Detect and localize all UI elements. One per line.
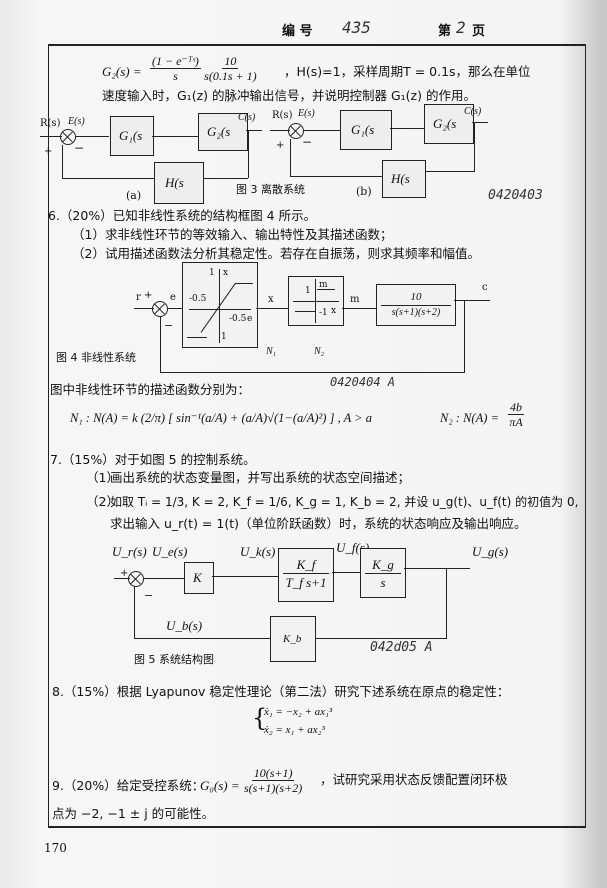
q8-eq1: ẋ₁ = −x₂ + ax₁³ — [264, 706, 333, 718]
fig3a-summing-junction — [60, 129, 76, 145]
q7-sub1: 画出系统的状态变量图，并写出系统的状态空间描述； — [110, 470, 411, 485]
fig5-k-block: K — [184, 562, 214, 594]
fig3b-h-block: H(s — [382, 160, 426, 198]
fig4-signal-x: x — [268, 294, 274, 305]
g2-f1-num: (1 − e⁻ᵀˢ) — [150, 54, 201, 69]
fig5-summing-junction — [128, 571, 144, 587]
page-label-post: 页 — [472, 24, 486, 39]
question-frame — [48, 44, 586, 828]
fig3b-g2-block: G₂(s — [424, 104, 474, 144]
q9-title-post: ，试研究采用状态反馈配置闭环极 — [320, 772, 508, 787]
g2-f2-num: 10 — [222, 54, 239, 69]
handwritten-note-3: 042d05 A — [370, 640, 433, 655]
fig3b-output-label: C(s) — [464, 106, 482, 117]
q7-sub2-num: （2） — [86, 494, 119, 509]
fig4-summing-junction — [152, 301, 168, 317]
fig4-error: e — [170, 292, 176, 303]
figure-5-caption: 图 5 系统结构图 — [134, 653, 214, 666]
fig3b-input-label: R(s) — [272, 110, 293, 121]
fig4-n1-label: N₁ — [266, 346, 277, 357]
fig3b-summing-junction — [288, 123, 304, 139]
fig4-output: c — [482, 282, 488, 293]
q6-sub1: （1）求非线性环节的等效输入、输出特性及其描述函数； — [72, 227, 393, 242]
fig3b-error-label: E(s) — [298, 108, 315, 119]
fig3b-minus: − — [302, 135, 313, 149]
fig5-ur: U_r(s) — [112, 544, 147, 559]
q8-brace: { — [252, 704, 268, 732]
fig5-ug: U_g(s) — [472, 544, 509, 559]
q9-g0-lhs: G₀(s) = — [200, 778, 240, 793]
fig5-kf-block: K_f T_f s+1 — [278, 548, 334, 602]
g2-f2-den: s(0.1s + 1) — [204, 69, 257, 83]
serial-label: 编 号 — [282, 24, 313, 39]
q7-sub2-line2: 求出输入 u_r(t) = 1(t)（单位阶跃函数）时，系统的状态响应及输出响应… — [110, 516, 527, 531]
handwritten-note-1: 0420403 — [488, 188, 543, 203]
fig4-plant-block: 10 s(s+1)(s+2) — [376, 284, 456, 326]
fig3a-g2-block: G₂(s — [198, 113, 248, 151]
q9-g0-fraction: 10(s+1)s(s+1)(s+2) — [244, 766, 303, 795]
g2-f1-den: s — [173, 69, 178, 83]
page-number: 2 — [456, 18, 466, 37]
q6-n1-describing-function: N₁ : N(A) = k (2/π) [ sin⁻¹(a/A) + (a/A)… — [70, 411, 372, 425]
q5-line2: 速度输入时，G₁(z) 的脉冲输出信号，并说明控制器 G₁(z) 的作用。 — [102, 88, 476, 103]
fig4-input: r — [136, 292, 141, 303]
fig4-n2-label: N₂ — [314, 346, 325, 357]
footer-page-number: 170 — [44, 841, 67, 855]
fig3a-plus: + — [44, 146, 53, 157]
fig3a-g1-block: G₁(s — [110, 116, 154, 156]
q6-df-intro: 图中非线性环节的描述函数分别为： — [50, 382, 251, 397]
fig4-plus: + — [144, 290, 153, 301]
q7-sub2-line1: 如取 Tᵢ = 1/3, K = 2, K_f = 1/6, K_g = 1, … — [110, 495, 579, 509]
q6-sub2: （2）试用描述函数法分析其稳定性。若存在自振荡，则求其频率和幅值。 — [72, 246, 480, 261]
fig3b-g1-block: G₁(s — [340, 110, 392, 150]
fig3a-label: (a) — [126, 189, 142, 202]
q8-eq2: ẋ₂ = x₁ + ax₂³ — [264, 724, 325, 736]
fig3a-h-block: H(s — [154, 162, 204, 204]
fig3b-plus: + — [276, 140, 285, 151]
handwritten-note-2: 0420404 A — [330, 375, 396, 389]
fig4-minus: − — [164, 319, 174, 332]
fig3a-input-label: R(s) — [40, 118, 61, 129]
fig5-kb-block: K_b — [270, 616, 316, 662]
q9-line2: 点为 −2, −1 ± j 的可能性。 — [52, 806, 215, 821]
q6-n2-lhs: N₂ : N(A) = — [440, 411, 499, 425]
serial-value: 435 — [342, 18, 371, 37]
fig3b-label: (b) — [356, 185, 372, 198]
g2-lhs: G₂(s) = — [102, 64, 142, 79]
fig4-n1-block: 1 x -0.5 -0.5 e 1 — [182, 262, 258, 348]
fig4-signal-m: m — [350, 294, 360, 305]
fig5-uk: U_k(s) — [240, 544, 276, 559]
fig5-plus: + — [120, 568, 129, 579]
q6-title: 6.（20%）已知非线性系统的结构框图 4 所示。 — [48, 208, 317, 223]
fig5-minus: − — [144, 589, 154, 602]
fig5-ub: U_b(s) — [166, 618, 203, 633]
q7-title: 7.（15%）对于如图 5 的控制系统。 — [50, 452, 256, 467]
page-label-pre: 第 — [438, 24, 452, 39]
q7-sub1-num: （1） — [86, 470, 119, 485]
fig3a-minus: − — [74, 141, 85, 155]
fig3a-output-label: C(s) — [238, 112, 256, 123]
q5-line1: ，H(s)=1，采样周期T = 0.1s，那么在单位 — [284, 64, 531, 79]
fig5-ue: U_e(s) — [152, 544, 188, 559]
q9-title-pre: 9.（20%）给定受控系统： — [52, 778, 205, 793]
figure-4-caption: 图 4 非线性系统 — [56, 351, 136, 364]
q8-title: 8.（15%）根据 Lyapunov 稳定性理论（第二法）研究下述系统在原点的稳… — [52, 684, 510, 699]
fig3a-error-label: E(s) — [68, 116, 85, 127]
figure-3-caption: 图 3 离散系统 — [236, 183, 305, 196]
fig4-n2-block: m 1 -1 x — [288, 276, 344, 326]
fig5-kg-block: K_g s — [360, 548, 406, 598]
